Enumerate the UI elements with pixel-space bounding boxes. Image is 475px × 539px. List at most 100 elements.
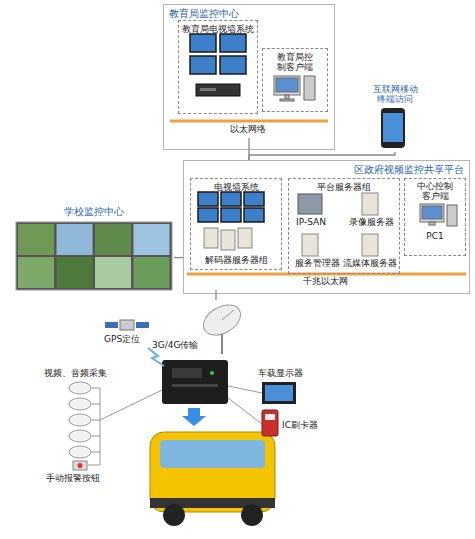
video-wall bbox=[16, 222, 172, 290]
leader-line bbox=[88, 386, 262, 465]
card-reader bbox=[262, 410, 278, 436]
pc-icon bbox=[429, 222, 435, 225]
node-title: 教育局控制客户端 bbox=[275, 52, 315, 73]
part-label: 手动报警按钮 bbox=[46, 473, 126, 483]
mobile-access: 互联网移动终端访问 bbox=[352, 82, 438, 152]
leader-line bbox=[88, 388, 100, 465]
mobile-phone bbox=[381, 108, 405, 148]
school-bus bbox=[150, 432, 275, 526]
school-bus bbox=[163, 504, 185, 526]
video-recorder bbox=[200, 88, 216, 91]
camera-icon bbox=[69, 446, 91, 458]
part-label: 车载显示器 bbox=[258, 368, 328, 378]
card-reader bbox=[262, 410, 278, 436]
leader-line bbox=[228, 386, 262, 393]
tv-monitor bbox=[220, 56, 246, 74]
camera-icon bbox=[69, 382, 91, 394]
server-icon bbox=[221, 230, 235, 250]
camera-icon bbox=[69, 398, 91, 410]
node-title: 3G/4G传输 bbox=[152, 340, 208, 350]
school-bus bbox=[160, 440, 265, 468]
pc-icon bbox=[274, 76, 300, 95]
leader-line bbox=[92, 452, 100, 453]
node-title: 千兆以太网 bbox=[187, 276, 464, 286]
video-wall bbox=[16, 222, 172, 290]
node-title: 互联网移动终端访问 bbox=[370, 84, 420, 105]
tv-monitor bbox=[244, 192, 264, 206]
platform-box: 区政府视频监控共享平台电视墙系统解码器服务器组平台服务器组IP-SAN录像服务器… bbox=[183, 160, 470, 294]
part-label: IC刷卡器 bbox=[282, 420, 332, 430]
node-title: 学校监控中心 bbox=[14, 206, 174, 218]
video-wall bbox=[134, 257, 170, 288]
school-bus bbox=[150, 432, 275, 512]
pc-icon bbox=[285, 95, 289, 99]
leader-line bbox=[100, 390, 162, 420]
satellite-dish bbox=[222, 310, 234, 320]
ethernet-band bbox=[170, 121, 466, 274]
vehicle-dvr bbox=[172, 368, 202, 378]
vehicle-dvr bbox=[172, 384, 218, 387]
video-recorder bbox=[196, 84, 240, 96]
video-wall bbox=[18, 224, 54, 255]
camera-icon bbox=[69, 430, 91, 442]
ethernet-band bbox=[170, 120, 328, 123]
down-arrow bbox=[182, 408, 206, 426]
node-label: 流媒体服务器 bbox=[339, 258, 401, 268]
leader-line bbox=[228, 398, 262, 424]
leader-line bbox=[92, 436, 100, 437]
vehicle-dvr bbox=[162, 360, 228, 404]
server-icon bbox=[362, 234, 378, 256]
node-label: PC1 bbox=[405, 231, 465, 241]
gps-satellite bbox=[136, 322, 149, 328]
server-icon bbox=[298, 194, 322, 214]
tv-monitor bbox=[190, 56, 216, 74]
video-wall bbox=[57, 224, 93, 255]
alarm-button bbox=[78, 463, 83, 468]
pc-icon bbox=[420, 204, 444, 222]
server-group: 平台服务器组IP-SAN录像服务器服务管理器流媒体服务器 bbox=[288, 178, 400, 274]
card-reader bbox=[265, 414, 275, 420]
pc-icon bbox=[304, 76, 315, 100]
node-label: IP-SAN bbox=[291, 217, 331, 227]
vehicle-terminal: 3G/4G传输 bbox=[150, 300, 260, 410]
video-wall bbox=[57, 257, 93, 288]
vehicle-monitor bbox=[265, 385, 293, 401]
node-title: 平台服务器组 bbox=[289, 182, 399, 192]
school-bus bbox=[241, 504, 263, 526]
video-wall bbox=[134, 224, 170, 255]
vehicle-dvr bbox=[162, 360, 228, 404]
leader-line bbox=[92, 420, 100, 421]
mobile-phone bbox=[381, 108, 405, 148]
server-icon bbox=[238, 228, 252, 248]
gps-satellite bbox=[105, 322, 118, 328]
network-link bbox=[249, 152, 395, 160]
camera-icon bbox=[69, 382, 91, 458]
tv-monitor bbox=[244, 208, 264, 222]
client-group: 中心控制客户端 PC1 bbox=[404, 178, 466, 256]
tv-monitor bbox=[190, 34, 216, 52]
server-icon bbox=[302, 234, 318, 256]
gps-satellite bbox=[148, 348, 164, 366]
video-wall bbox=[95, 224, 131, 255]
client-group: 教育局控制客户端 bbox=[262, 48, 328, 112]
part-label: GPS定位 bbox=[104, 334, 164, 344]
vehicle-dvr bbox=[210, 371, 214, 375]
vehicle-monitor bbox=[262, 382, 296, 404]
tv-wall-group: 电视墙系统解码器服务器组 bbox=[190, 178, 282, 270]
pc-icon bbox=[274, 76, 457, 226]
ethernet-band bbox=[187, 273, 466, 276]
node-title: 中心控制客户端 bbox=[415, 181, 455, 202]
server-icon bbox=[204, 228, 218, 248]
camera-icon bbox=[69, 414, 91, 426]
gps-satellite bbox=[120, 320, 134, 330]
vehicle-monitor bbox=[262, 382, 296, 404]
node-title: 教育局监控中心 bbox=[169, 8, 289, 20]
satellite-dish bbox=[198, 299, 246, 354]
node-title: 教育局电视墙系统 bbox=[179, 24, 257, 34]
network-band: 以太网络 bbox=[170, 116, 328, 138]
tv-monitor bbox=[221, 208, 241, 222]
monitor-center-box: 教育局监控中心教育局电视墙系统教育局控制客户端以太网络 bbox=[163, 4, 335, 150]
node-title: 电视墙系统 bbox=[191, 182, 281, 192]
leader-line bbox=[92, 404, 100, 405]
pc-icon bbox=[280, 99, 294, 101]
